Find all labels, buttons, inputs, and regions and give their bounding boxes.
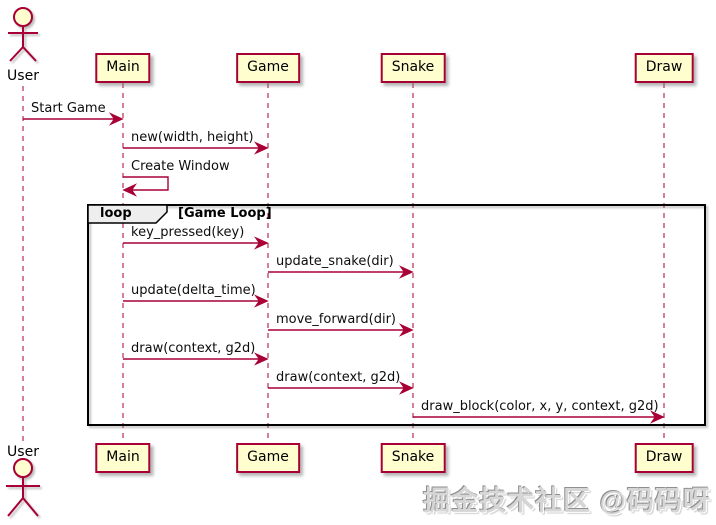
message-label-update-snake: update_snake(dir) (276, 254, 394, 269)
participant-draw-top: Draw (634, 53, 694, 83)
actor-user-bottom-figure (6, 458, 40, 517)
lifelines (22, 83, 665, 443)
participant-main-bottom: Main (95, 443, 151, 473)
message-label-move-forward: move_forward(dir) (276, 312, 397, 327)
loop-frame (87, 204, 706, 426)
loop-frame-pentagon (87, 204, 168, 224)
participant-game-top: Game (236, 53, 300, 83)
message-label-update-delta-time: update(delta_time) (131, 283, 256, 298)
actor-user-bottom-label: User (7, 444, 39, 460)
watermark-text: 掘金技术社区 @码码呀 (423, 486, 711, 516)
arrow-update-snake (268, 265, 414, 279)
arrow-draw-game-snake (268, 381, 414, 395)
message-label-draw-block: draw_block(color, x, y, context, g2d) (421, 399, 659, 414)
message-label-new-width-height: new(width, height) (131, 130, 254, 145)
actor-user-top-label: User (7, 68, 39, 84)
message-label-key-pressed: key_pressed(key) (131, 225, 245, 240)
message-label-draw-main-game: draw(context, g2d) (131, 341, 256, 356)
actor-user-top-figure (8, 7, 38, 62)
arrow-new-width-height (123, 141, 269, 155)
arrow-key-pressed (123, 236, 269, 250)
arrow-draw-block (413, 410, 665, 424)
participant-snake-top: Snake (380, 53, 446, 83)
participant-main-top: Main (95, 53, 151, 83)
message-label-draw-game-snake: draw(context, g2d) (276, 370, 401, 385)
arrow-create-window-self (122, 176, 169, 197)
message-label-create-window: Create Window (131, 159, 230, 174)
arrow-update-delta-time (123, 294, 269, 308)
participant-draw-bottom: Draw (634, 443, 694, 473)
loop-frame-border (87, 204, 706, 426)
loop-condition-label: [Game Loop] (178, 206, 272, 221)
participant-game-bottom: Game (236, 443, 300, 473)
loop-operator-label: loop (100, 206, 132, 221)
arrow-start-game (23, 112, 124, 126)
message-arrows (23, 112, 665, 424)
participant-snake-bottom: Snake (380, 443, 446, 473)
message-label-start-game: Start Game (31, 101, 106, 116)
actor-head (13, 458, 33, 478)
actor-head (13, 7, 33, 27)
arrow-move-forward (268, 323, 414, 337)
arrow-draw-main-game (123, 352, 269, 366)
